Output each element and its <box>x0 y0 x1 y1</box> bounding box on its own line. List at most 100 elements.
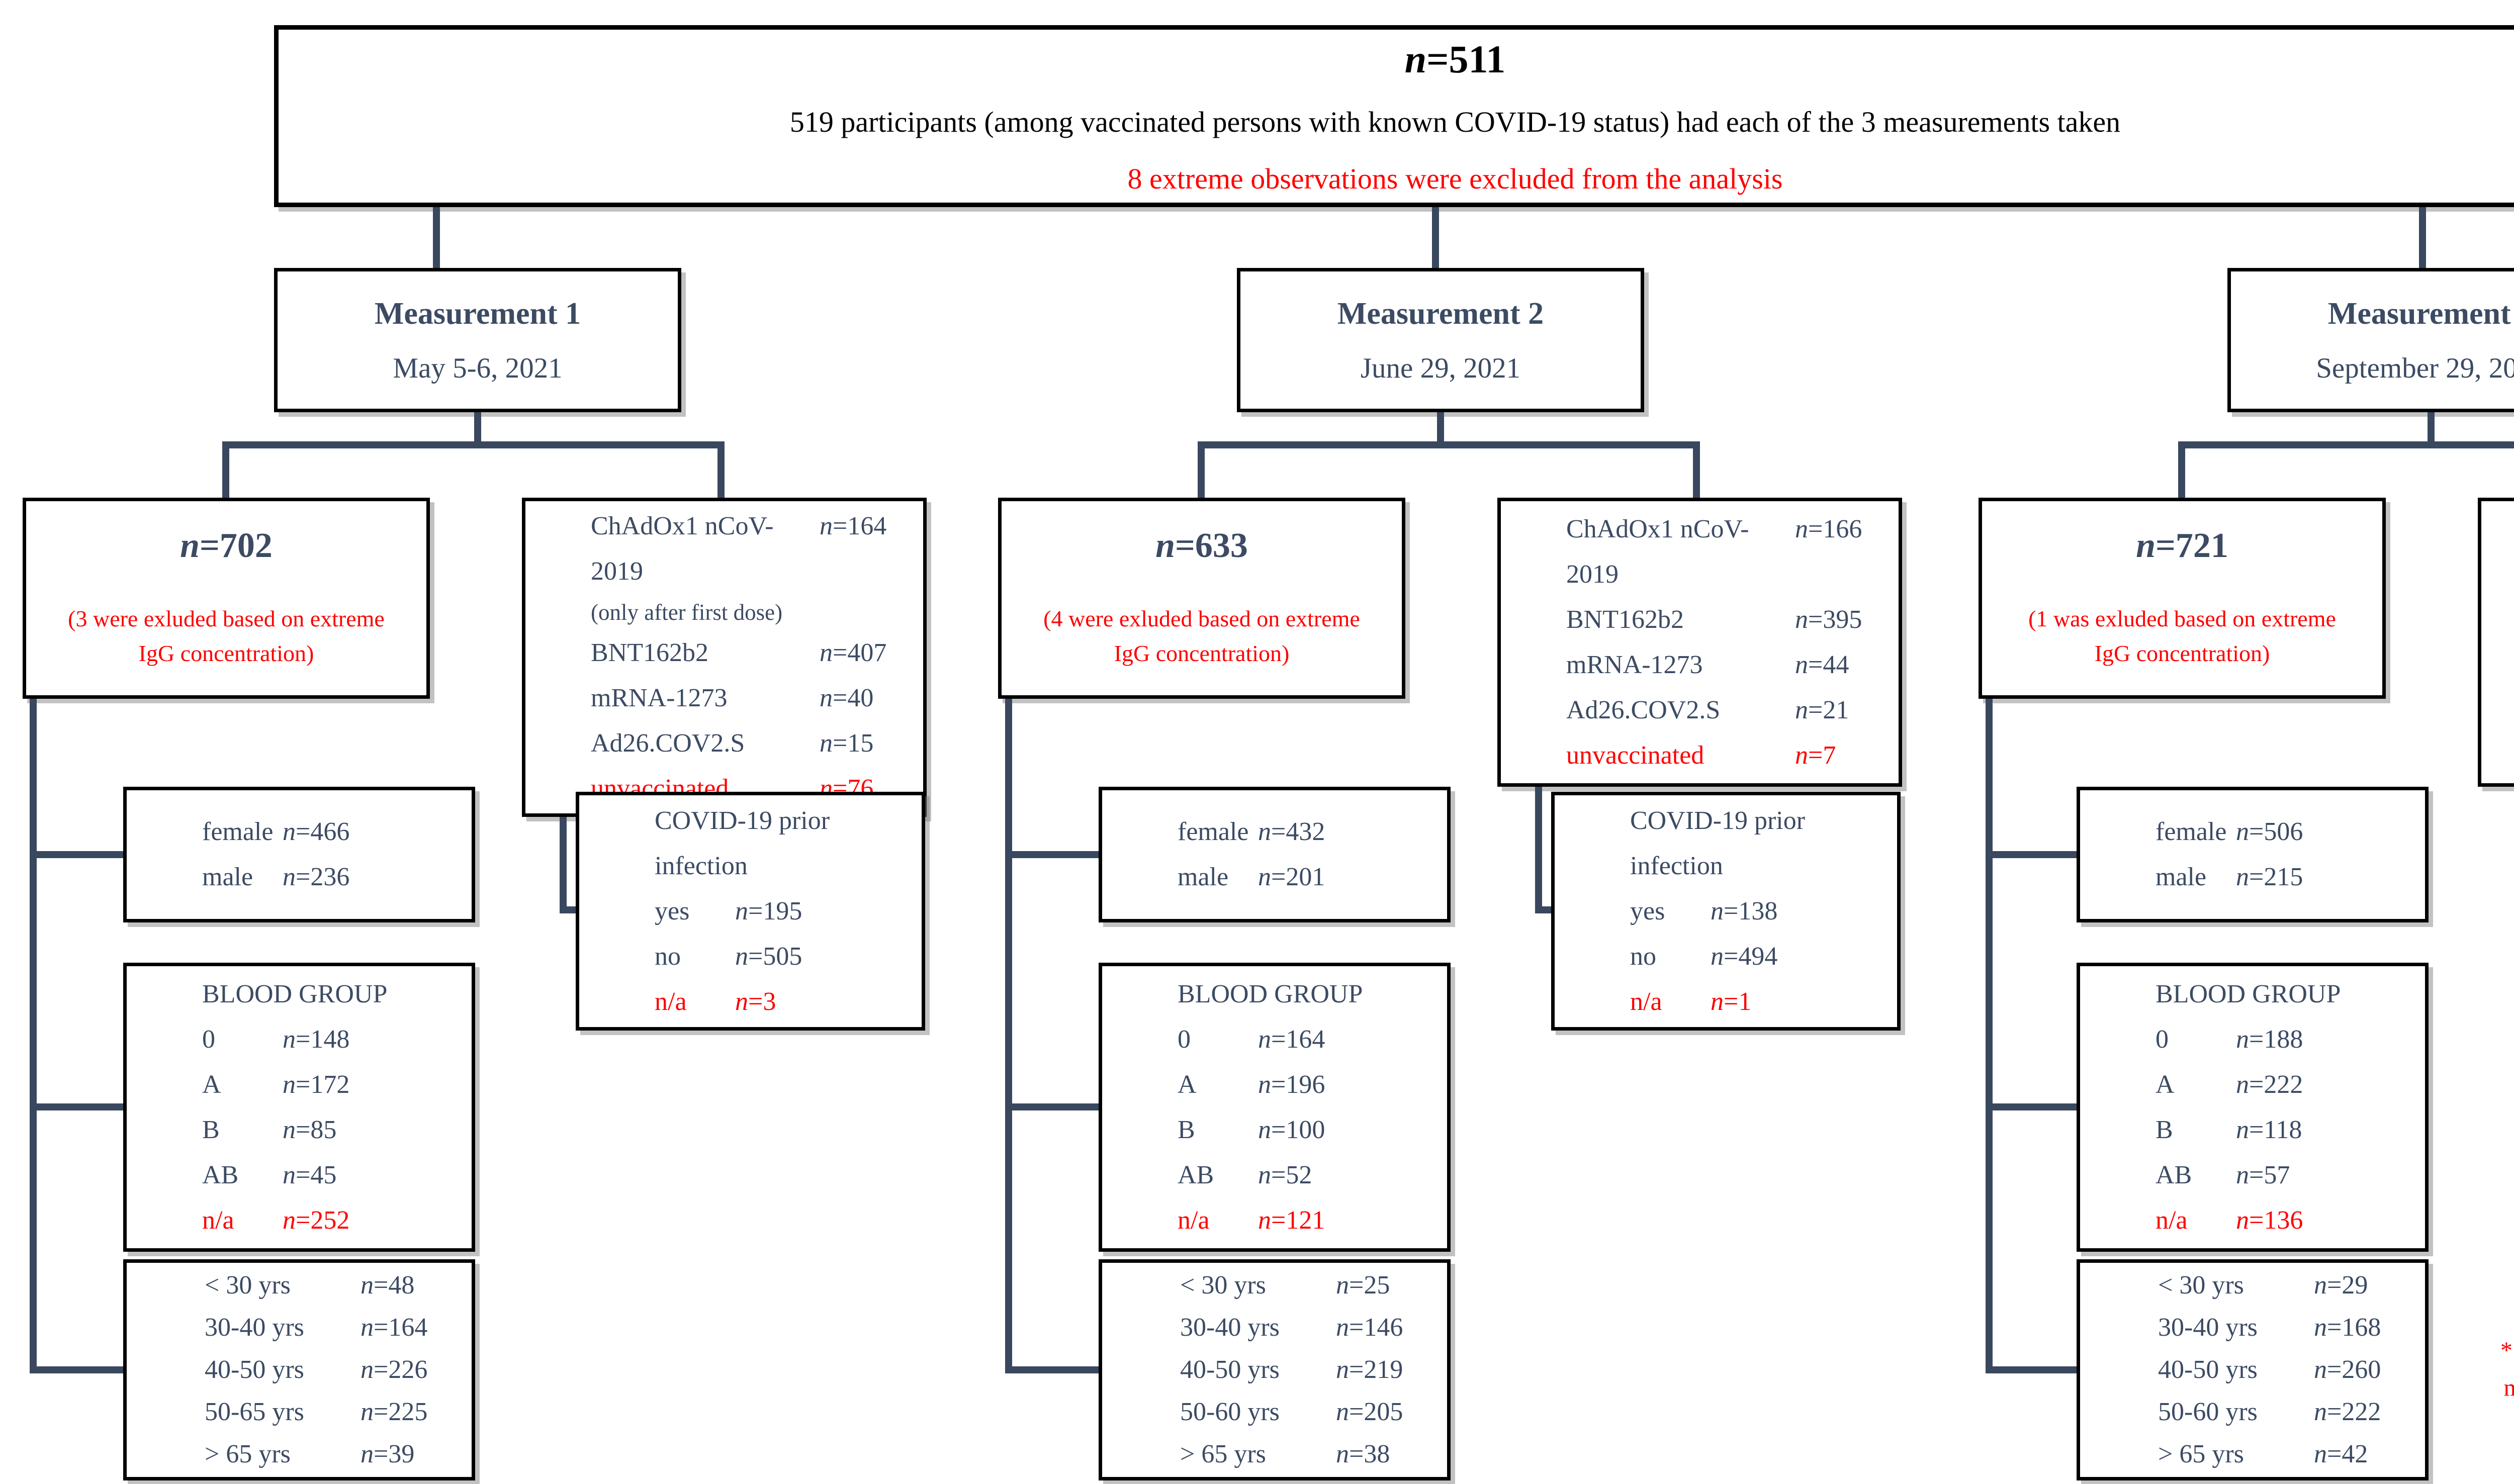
stat-label: < 30 yrs <box>205 1271 291 1300</box>
measurement-3-header-box: Measurement 3 September 29, 2021 <box>2227 268 2514 412</box>
stat-label: n/a <box>202 1205 234 1235</box>
connector-line <box>1005 851 1099 858</box>
covid-box-title: COVID-19 prior infection <box>655 806 830 880</box>
measurement-1-header-box: Measurement 1 May 5-6, 2021 <box>274 268 681 412</box>
stat-value: n=236 <box>283 863 350 891</box>
connector-line <box>1693 441 1700 498</box>
covid-box-title: COVID-19 prior infection <box>1630 806 1806 880</box>
footnote-line: marked in red (due to lack of data or <box>2503 1374 2514 1402</box>
stat-label: < 30 yrs <box>2158 1271 2244 1300</box>
stat-label: 0 <box>202 1025 215 1054</box>
measurement-3-n-box: n=721 (1 was exluded based on extreme Ig… <box>1979 498 2386 699</box>
stat-value: n=407 <box>820 638 887 667</box>
connector-line <box>1437 412 1444 441</box>
stat-label: 50-60 yrs <box>1180 1398 1280 1426</box>
total-participants-box: n=511 519 participants (among vaccinated… <box>274 25 2514 207</box>
stat-value: n=138 <box>1711 896 1778 925</box>
connector-line <box>1432 207 1439 268</box>
stat-value: n=100 <box>1258 1115 1325 1144</box>
stat-label: male <box>202 863 253 891</box>
measurement-2-date: June 29, 2021 <box>1360 352 1521 384</box>
stat-value: n=7 <box>1795 740 1836 770</box>
stat-value: n=225 <box>361 1398 428 1426</box>
stat-value: n=196 <box>1258 1070 1325 1099</box>
stat-row: male n=236 <box>127 855 472 900</box>
stat-value: n=164 <box>361 1313 428 1342</box>
stat-value: n=172 <box>283 1070 350 1099</box>
stat-value: n=505 <box>735 942 802 971</box>
connector-line <box>1005 1366 1099 1373</box>
stat-label: female <box>1178 817 1249 846</box>
stat-value: n=21 <box>1795 695 1849 724</box>
stat-label: A <box>1178 1070 1197 1099</box>
stat-value: n=85 <box>283 1115 337 1144</box>
stat-value: n=215 <box>2236 863 2303 891</box>
stat-label: yes <box>1630 896 1665 925</box>
measurement-1-title: Measurement 1 <box>374 296 581 331</box>
stat-value: n=195 <box>735 896 802 925</box>
connector-line <box>560 906 576 913</box>
stat-value: n=146 <box>1336 1313 1403 1342</box>
blood-box-title: BLOOD GROUP <box>202 979 388 1008</box>
stat-value: n=25 <box>1336 1271 1390 1300</box>
stat-value: n=57 <box>2236 1160 2290 1189</box>
measurement-1-n-box: n=702 (3 were exluded based on extreme I… <box>23 498 430 699</box>
stat-value: n=39 <box>361 1440 415 1468</box>
measurement-1-date: May 5-6, 2021 <box>393 352 563 384</box>
connector-line <box>474 412 481 441</box>
stat-value: n=164 <box>820 511 887 540</box>
stat-value: n=168 <box>2314 1313 2381 1342</box>
stat-row: < 30 yrs n=25 <box>1102 1264 1447 1307</box>
stat-value: n=42 <box>2314 1440 2368 1468</box>
stat-label: mRNA-1273 <box>591 683 728 712</box>
stat-value: n=118 <box>2236 1115 2302 1144</box>
stat-label: 0 <box>1178 1025 1191 1054</box>
stat-label: < 30 yrs <box>1180 1271 1266 1300</box>
measurement-2-n: n=633 <box>1155 526 1248 565</box>
stat-value: n=48 <box>361 1271 415 1300</box>
stat-value: n=506 <box>2236 817 2303 846</box>
connector-line <box>2178 441 2514 448</box>
stat-value: n=466 <box>283 817 350 846</box>
stat-value: n=148 <box>283 1025 350 1054</box>
stat-label: male <box>2156 863 2207 891</box>
stat-label: 50-65 yrs <box>205 1398 304 1426</box>
connector-line <box>1198 441 1205 498</box>
connector-line <box>1535 906 1551 913</box>
connector-line <box>222 441 229 498</box>
stat-label: 40-50 yrs <box>1180 1355 1280 1384</box>
stat-value: n=38 <box>1336 1440 1390 1468</box>
